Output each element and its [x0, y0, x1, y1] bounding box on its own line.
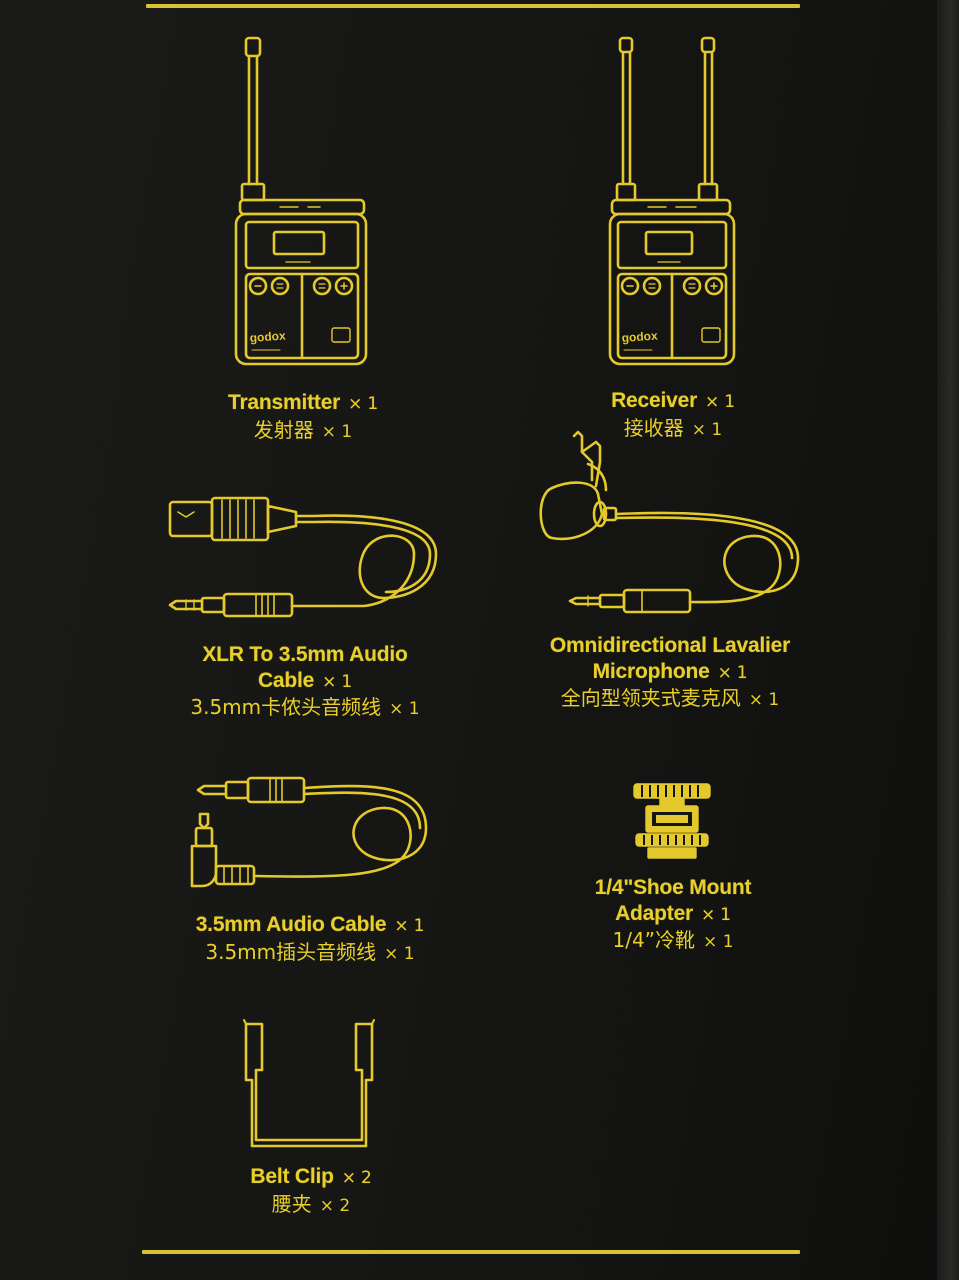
shoe-mount-name-line1: 1/4"Shoe Mount	[594, 876, 752, 899]
receiver-qty-cn: × 1	[691, 419, 723, 440]
box-fold-edge	[937, 0, 959, 1280]
xlr-cable-name-line1: XLR To 3.5mm Audio	[202, 643, 408, 666]
lavalier-name-cn: 全向型领夹式麦克风	[560, 686, 741, 711]
xlr-cable-name-line2: Cable	[257, 668, 315, 692]
belt-clip-name: Belt Clip × 2	[186, 1164, 436, 1190]
audio-cable-name-en: 3.5mm Audio Cable	[195, 913, 387, 936]
transmitter-qty-cn: × 1	[321, 421, 353, 442]
audio-cable-name-cn: 3.5mm插头音频线	[205, 939, 377, 964]
transmitter-name-cn-line: 发射器 × 1	[178, 418, 428, 443]
transmitter-name: Transmitter × 1	[178, 390, 428, 416]
receiver-caption: Receiver × 1 接收器 × 1	[548, 388, 798, 440]
xlr-cable-caption: XLR To 3.5mm Audio Cable × 1 3.5mm卡侬头音频线 ×…	[150, 642, 460, 720]
belt-clip-name-cn: 腰夹	[271, 1191, 312, 1216]
transmitter-name-en: Transmitter	[227, 391, 341, 414]
lavalier-caption: Omnidirectional Lavalier Microphone × 1 全…	[510, 633, 830, 711]
belt-clip-icon	[240, 1016, 382, 1148]
belt-clip-name-cn-line: 腰夹 × 2	[186, 1192, 436, 1217]
lavalier-qty-en: × 1	[717, 662, 748, 683]
receiver-name-cn-line: 接收器 × 1	[548, 416, 798, 441]
audio-cable-caption: 3.5mm Audio Cable × 1 3.5mm插头音频线 × 1	[150, 912, 470, 964]
svg-text:godox: godox	[621, 328, 658, 344]
shoe-mount-name-line2: Adapter	[615, 901, 694, 925]
xlr-cable-qty-en: × 1	[322, 671, 353, 692]
lavalier-name-line1: Omnidirectional Lavalier	[549, 634, 791, 657]
shoe-mount-caption: 1/4"Shoe Mount Adapter× 1 1/4”冷靴× 1	[548, 875, 798, 953]
xlr-cable-name-line2-row: Cable × 1	[150, 668, 460, 694]
lavalier-name-line2: Microphone	[592, 659, 710, 683]
audio-cable-name: 3.5mm Audio Cable × 1	[150, 912, 470, 938]
bottom-rule	[142, 1250, 800, 1254]
receiver-name-en: Receiver	[611, 389, 698, 412]
receiver-name: Receiver × 1	[548, 388, 798, 414]
receiver-qty-en: × 1	[705, 392, 735, 412]
shoe-mount-qty-cn: × 1	[703, 932, 734, 953]
lavalier-qty-cn: × 1	[748, 690, 780, 711]
lavalier-name-line2-row: Microphone × 1	[510, 659, 830, 685]
audio-cable-name-cn-line: 3.5mm插头音频线 × 1	[150, 940, 470, 965]
shoe-mount-name-cn-line: 1/4”冷靴 × 1	[548, 928, 798, 953]
xlr-cable-name-cn-line: 3.5mm卡侬头音频线 × 1	[150, 695, 460, 720]
receiver-name-cn: 接收器	[623, 415, 684, 440]
xlr-cable-icon	[164, 488, 444, 624]
lavalier-microphone-icon	[530, 428, 810, 618]
transmitter-icon: godox	[228, 34, 378, 374]
top-rule	[146, 4, 800, 8]
shoe-mount-name-cn: 1/4”冷靴	[612, 928, 696, 953]
belt-clip-name-en: Belt Clip	[250, 1165, 334, 1188]
svg-text:godox: godox	[249, 328, 286, 344]
xlr-cable-qty-cn: × 1	[389, 699, 420, 720]
belt-clip-qty-en: × 2	[341, 1168, 372, 1188]
shoe-mount-name-line2-row: Adapter × 1	[548, 901, 798, 927]
lavalier-name-cn-line: 全向型领夹式麦克风 × 1	[510, 686, 830, 711]
xlr-cable-name-cn: 3.5mm卡侬头音频线	[190, 695, 382, 720]
receiver-icon: godox	[604, 34, 744, 374]
audio-cable-qty-cn: × 1	[384, 943, 415, 964]
transmitter-name-cn: 发射器	[253, 417, 314, 442]
belt-clip-caption: Belt Clip × 2 腰夹 × 2	[186, 1164, 436, 1216]
shoe-mount-qty-en: × 1	[701, 904, 731, 925]
audio-cable-icon	[186, 772, 436, 900]
shoe-mount-adapter-icon	[630, 778, 716, 866]
belt-clip-qty-cn: × 2	[319, 1195, 351, 1216]
audio-cable-qty-en: × 1	[394, 916, 425, 936]
transmitter-qty-en: × 1	[348, 394, 379, 414]
transmitter-caption: Transmitter × 1 发射器 × 1	[178, 390, 428, 442]
